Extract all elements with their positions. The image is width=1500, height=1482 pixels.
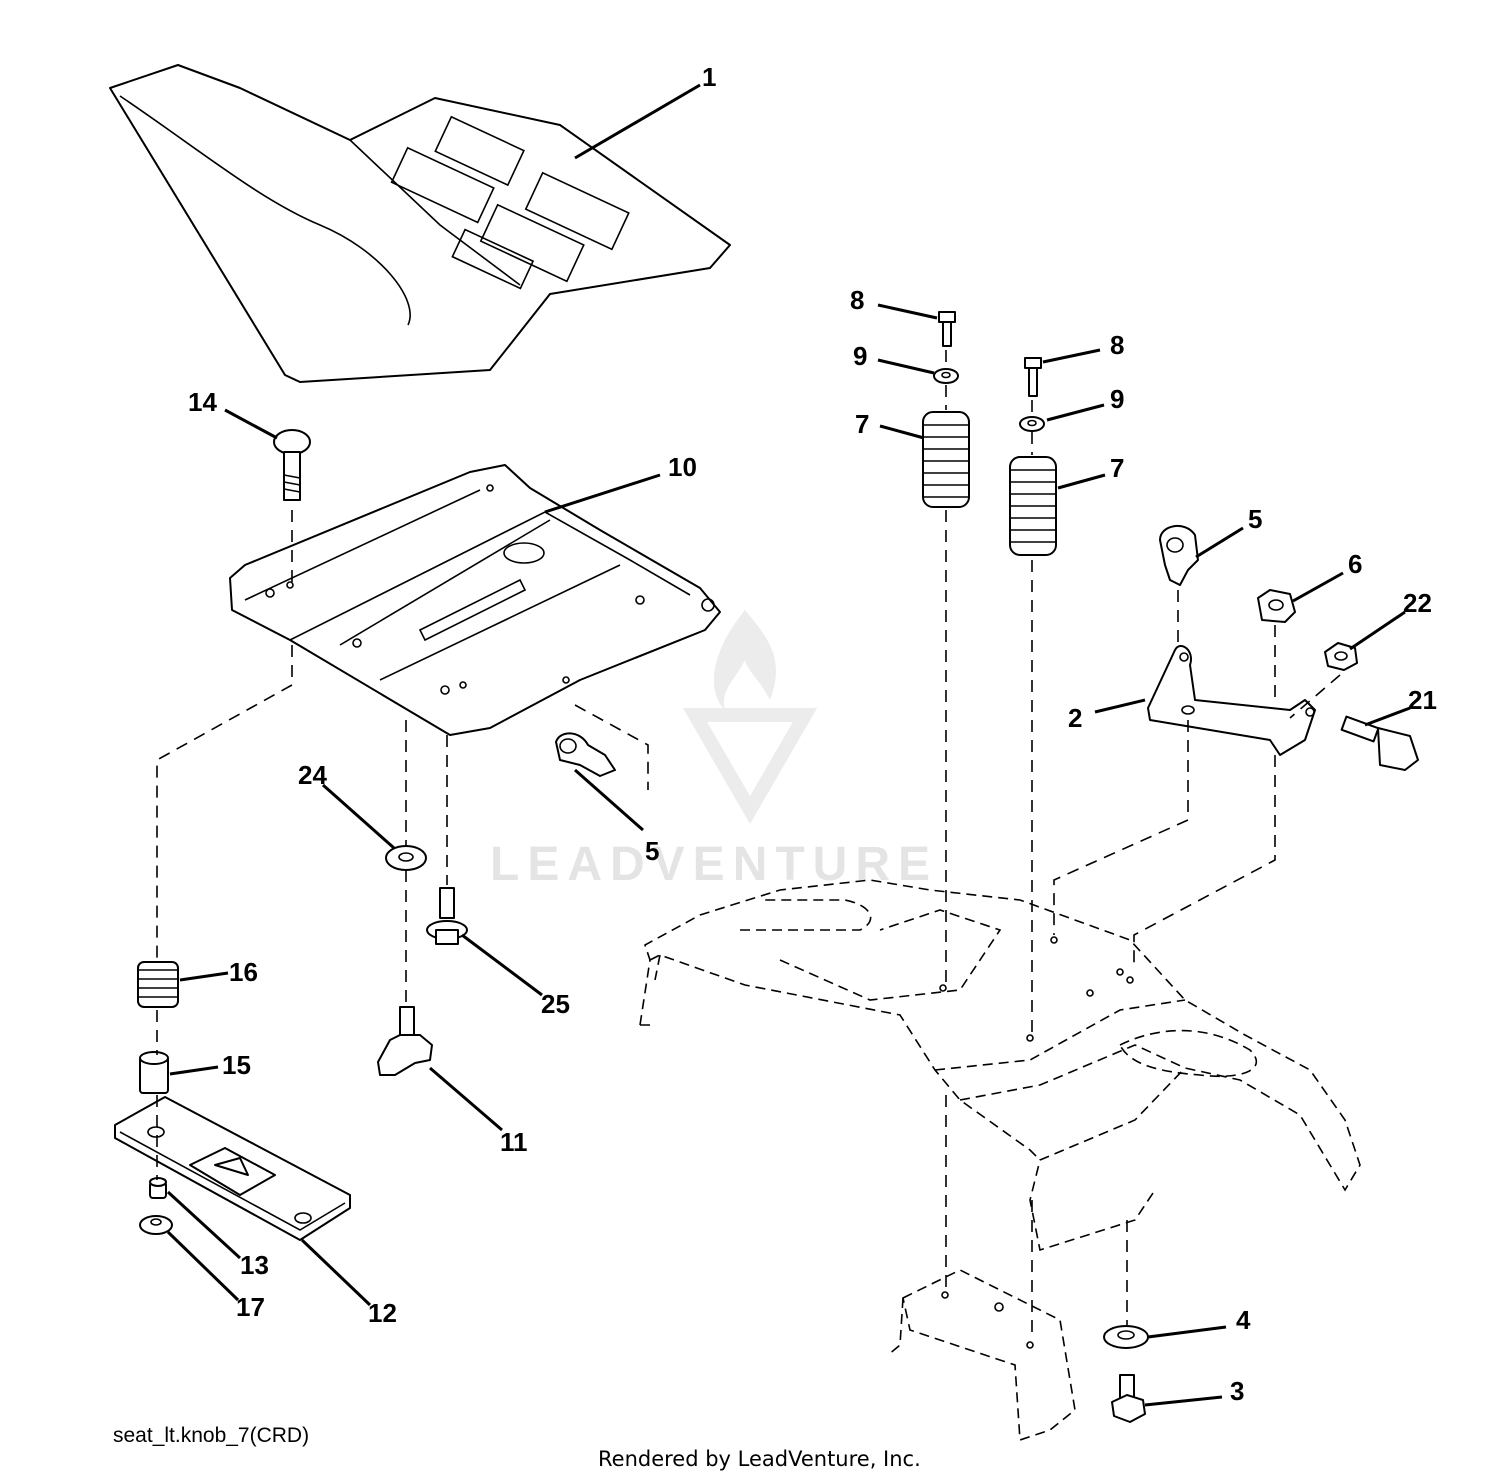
leader-lines [166, 83, 1411, 1407]
callout-13: 13 [240, 1250, 269, 1280]
callout-22: 22 [1403, 588, 1432, 618]
washer-left-part [933, 368, 959, 384]
callout-11: 11 [500, 1127, 528, 1157]
clip-left-part [555, 732, 616, 777]
callout-14: 14 [188, 387, 217, 417]
locknut-part [149, 1177, 167, 1199]
seat-pan-part [229, 464, 721, 736]
callout-24: 24 [298, 760, 327, 790]
tractor-frame-part [639, 879, 1361, 1252]
callout-12: 12 [368, 1298, 397, 1328]
callout-25: 25 [541, 989, 570, 1019]
callout-5-right: 5 [1248, 504, 1262, 534]
seat-part [109, 64, 731, 383]
small-nut-part [1324, 642, 1358, 671]
callout-16: 16 [229, 957, 258, 987]
callout-21: 21 [1408, 685, 1437, 715]
callout-9-right: 9 [1110, 384, 1124, 414]
spring-right-part [1009, 456, 1057, 556]
bolt-21-part [1340, 715, 1419, 771]
callout-1: 1 [702, 62, 716, 92]
callout-10: 10 [668, 452, 697, 482]
washer-part [385, 845, 427, 871]
callout-6: 6 [1348, 549, 1362, 579]
hex-nut-part [1257, 589, 1296, 623]
callout-7-left: 7 [855, 409, 869, 439]
knob-part [377, 1006, 433, 1076]
callout-4: 4 [1236, 1305, 1251, 1335]
callout-8-left: 8 [850, 285, 864, 315]
rendered-by-credit: Rendered by LeadVenture, Inc. [598, 1447, 921, 1471]
washer-right-part [1019, 416, 1045, 432]
bolt-right-part [1024, 357, 1042, 397]
callout-3: 3 [1230, 1376, 1244, 1406]
callout-labels: 1 14 10 24 5 16 25 15 11 13 17 12 8 9 7 … [188, 62, 1437, 1406]
spacer-part [139, 1051, 169, 1094]
flange-nut-part [139, 1215, 173, 1235]
diagram-code: seat_lt.knob_7(CRD) [113, 1424, 310, 1447]
bolt-left-part [938, 311, 956, 347]
seat-bracket-part [1147, 645, 1316, 756]
shoulder-bolt-part [426, 887, 468, 945]
callout-15: 15 [222, 1050, 251, 1080]
clip-right-part [1159, 525, 1199, 586]
bolt-3-part [1111, 1374, 1146, 1423]
callout-17: 17 [236, 1292, 265, 1322]
watermark-text: LEADVENTURE [490, 838, 938, 891]
carriage-bolt-part [273, 429, 311, 501]
callout-2: 2 [1068, 703, 1082, 733]
callout-5-left: 5 [645, 836, 659, 866]
callout-8-right: 8 [1110, 330, 1124, 360]
spring-left-part [922, 411, 970, 508]
slide-bracket-part [114, 1096, 351, 1241]
callout-9-left: 9 [853, 341, 867, 371]
washer-4-part [1103, 1325, 1149, 1349]
lower-frame-part [887, 1269, 1076, 1442]
spring-part [137, 961, 179, 1008]
callout-7-right: 7 [1110, 453, 1124, 483]
assembly-lines [156, 350, 1341, 1340]
